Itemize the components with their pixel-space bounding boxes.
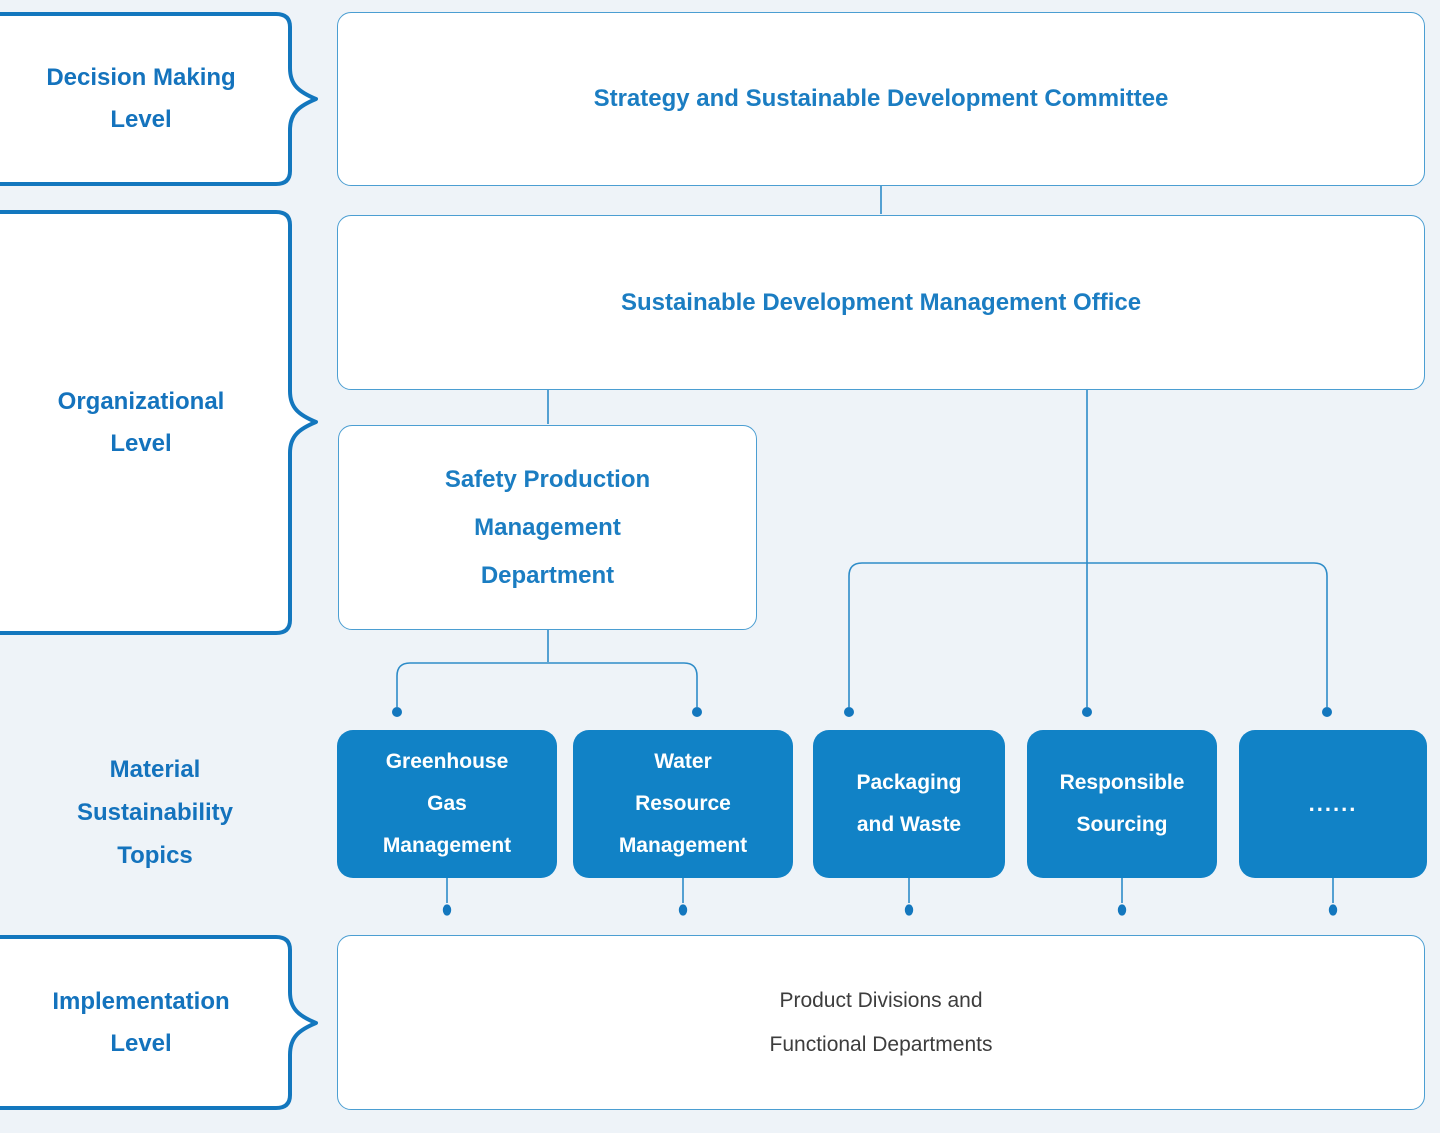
level-label: Implementation Level: [0, 935, 282, 1110]
topic-line: Sourcing: [1076, 813, 1168, 836]
level-label-line: Level: [110, 1029, 172, 1057]
brace-shape: [0, 210, 318, 635]
node-title-line: Management: [474, 513, 621, 541]
topic-line: Water: [654, 750, 712, 773]
brace-shape: [0, 935, 318, 1110]
level-organizational: Organizational Level: [0, 210, 330, 635]
topic-line: Packaging: [856, 771, 962, 794]
node-title-line: Functional Departments: [769, 1032, 993, 1056]
node-title-line: Safety Production: [444, 465, 651, 493]
topic-ellipsis-more: ......: [1239, 730, 1427, 878]
level-label-line: Level: [110, 429, 172, 457]
node-title-line: Department: [480, 561, 615, 589]
topic-packaging-and-waste: Packaging and Waste: [813, 730, 1005, 878]
level-label: Organizational Level: [0, 210, 282, 635]
level-label-line: Topics: [117, 842, 193, 869]
level-material-sustainability-topics: Material Sustainability Topics: [10, 748, 300, 877]
brace-shape: [0, 12, 318, 186]
topic-line: Gas: [427, 792, 467, 815]
level-label-line: Organizational: [57, 387, 225, 415]
topic-line: Management: [618, 834, 748, 857]
node-title-line: Product Divisions and: [779, 988, 983, 1012]
topic-line: Greenhouse: [385, 750, 509, 773]
topic-line: Resource: [635, 792, 731, 815]
topic-greenhouse-gas-management: Greenhouse Gas Management: [337, 730, 557, 878]
level-label-line: Decision Making: [46, 64, 236, 91]
topic-water-resource-management: Water Resource Management: [573, 730, 793, 878]
level-decision-making: Decision Making Level: [0, 12, 330, 186]
level-label-line: Level: [110, 106, 172, 133]
node-product-divisions-functional-departments: Product Divisions and Functional Departm…: [337, 935, 1425, 1110]
node-sustainable-development-office: Sustainable Development Management Offic…: [337, 215, 1425, 390]
node-safety-production-department: Safety Production Management Department: [338, 425, 757, 630]
level-label-line: Sustainability: [76, 799, 234, 826]
level-implementation: Implementation Level: [0, 935, 330, 1110]
level-label: Decision Making Level: [0, 12, 282, 186]
topic-line: Responsible: [1059, 771, 1185, 794]
level-label-line: Implementation: [52, 987, 230, 1015]
topic-line: Management: [382, 834, 512, 857]
topic-line: ......: [1308, 791, 1358, 816]
node-strategy-committee: Strategy and Sustainable Development Com…: [337, 12, 1425, 186]
node-title: Strategy and Sustainable Development Com…: [593, 85, 1169, 112]
node-title: Sustainable Development Management Offic…: [620, 288, 1142, 316]
topic-line: and Waste: [856, 813, 962, 836]
level-label-line: Material: [109, 756, 201, 783]
topic-responsible-sourcing: Responsible Sourcing: [1027, 730, 1217, 878]
